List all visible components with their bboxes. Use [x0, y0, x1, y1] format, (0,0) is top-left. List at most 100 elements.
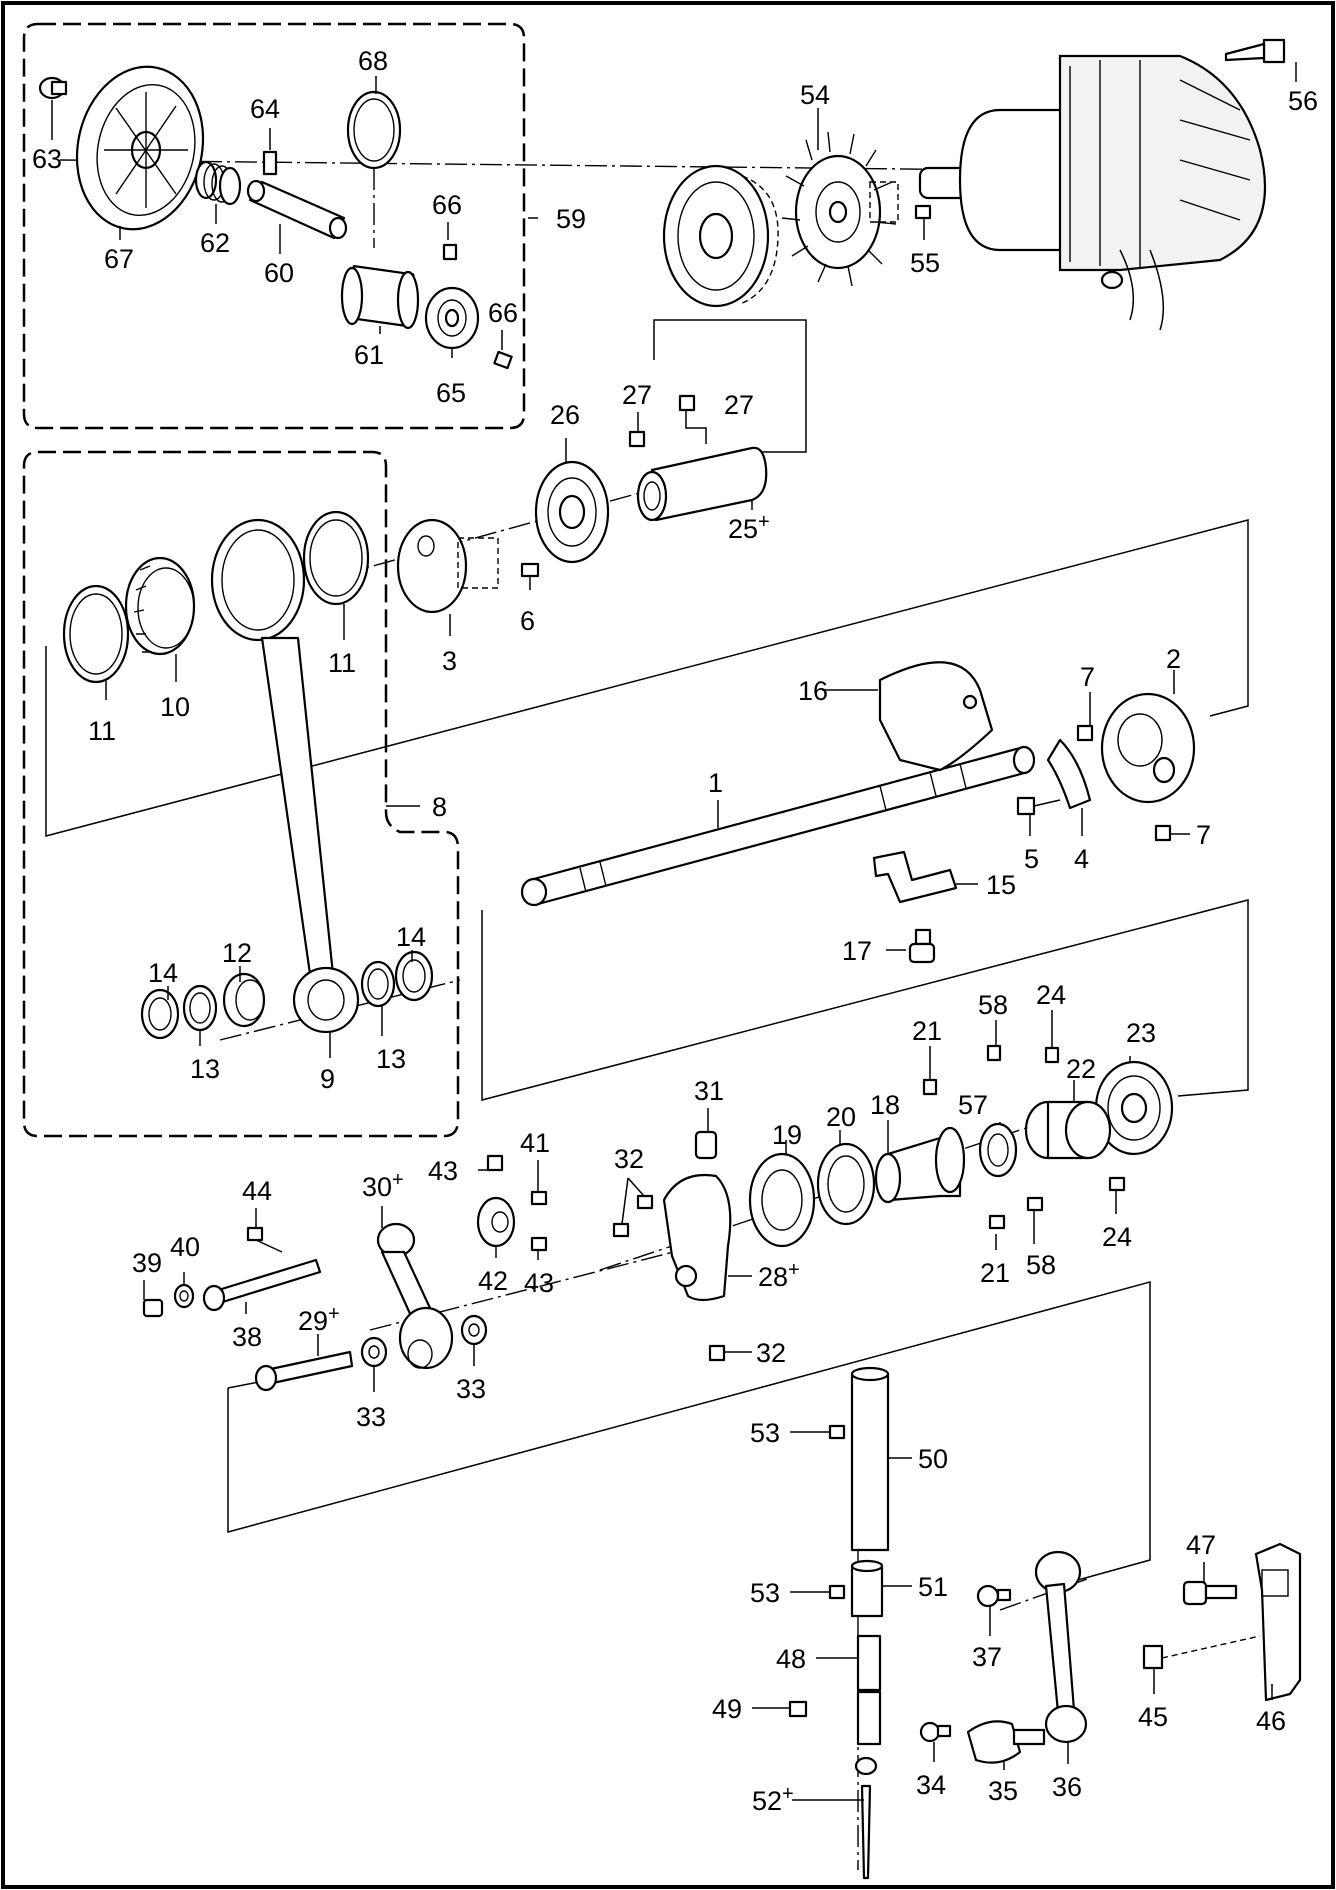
screw-55 [914, 204, 932, 220]
callout-leaders [51, 62, 1297, 1801]
set-screw-49 [788, 1700, 808, 1718]
callout-3: 3 [442, 646, 457, 676]
screw-5 [1016, 796, 1061, 816]
motor-cover-plate [662, 164, 779, 308]
set-screw-43-top [486, 1154, 504, 1172]
assembly-outline-shaft [45, 519, 1249, 837]
block-45 [1142, 1644, 1164, 1670]
set-screw-58-side [1026, 1196, 1044, 1212]
callout-46: 46 [1256, 1706, 1286, 1736]
screw-56 [1224, 38, 1286, 64]
callout-4: 4 [1074, 844, 1089, 874]
link-30 [376, 1222, 454, 1370]
bearing-20 [816, 1142, 876, 1226]
callout-39: 39 [132, 1248, 162, 1278]
group-box-59 [22, 22, 526, 430]
callout-48: 48 [776, 1644, 806, 1674]
set-screw-7-top [1076, 724, 1094, 742]
callout-20: 20 [826, 1102, 856, 1132]
callout-40: 40 [170, 1232, 200, 1262]
callout-11-left: 11 [88, 716, 116, 746]
bushing-48 [856, 1634, 882, 1746]
callout-7-top: 7 [1080, 662, 1095, 692]
set-screw-43-side [530, 1236, 548, 1252]
retaining-ring-68 [346, 90, 402, 170]
callout-54: 54 [800, 80, 830, 110]
callout-29: 29+ [298, 1303, 340, 1336]
bearing-12 [222, 972, 266, 1028]
callout-57: 57 [958, 1090, 988, 1120]
crank-35 [966, 1720, 1046, 1764]
handwheel-67 [75, 65, 205, 231]
set-screw-58-top [986, 1044, 1002, 1062]
crank-28 [662, 1174, 732, 1302]
collar-57 [978, 1122, 1018, 1178]
callout-37: 37 [972, 1642, 1002, 1672]
callout-8: 8 [432, 792, 447, 822]
callout-26: 26 [550, 400, 580, 430]
link-36 [1034, 1550, 1088, 1744]
callout-55: 55 [910, 248, 940, 278]
screw-47 [1182, 1580, 1238, 1606]
callout-32-bottom: 32 [756, 1338, 786, 1368]
callout-56: 56 [1288, 86, 1318, 116]
sleeve-61 [340, 264, 420, 330]
sleeve-18 [874, 1126, 966, 1204]
callout-68: 68 [358, 46, 388, 76]
callout-10: 10 [160, 692, 190, 722]
callout-28: 28+ [758, 1259, 800, 1292]
callout-34: 34 [916, 1770, 946, 1800]
eccentric-2 [1100, 692, 1196, 804]
callout-38: 38 [232, 1322, 262, 1352]
callout-11-right: 11 [328, 648, 356, 678]
needle-52 [860, 1784, 872, 1880]
callout-16: 16 [798, 676, 828, 706]
callout-44: 44 [242, 1176, 272, 1206]
callout-19: 19 [772, 1120, 802, 1150]
callout-51: 51 [918, 1572, 948, 1602]
callout-15: 15 [986, 870, 1016, 900]
callout-30: 30+ [362, 1169, 404, 1202]
callout-58-top: 58 [978, 990, 1008, 1020]
screw-17 [908, 928, 936, 964]
callout-53-top: 53 [750, 1418, 780, 1448]
callout-labels: 63 67 62 64 60 68 61 66 66 65 59 54 55 5… [32, 46, 1318, 1816]
callout-1: 1 [708, 768, 723, 798]
callout-32-top: 32 [614, 1144, 644, 1174]
collar-42 [476, 1196, 516, 1248]
set-screw-27-left [628, 430, 646, 448]
set-screw-24-top [1044, 1046, 1060, 1064]
pin-64 [262, 150, 278, 176]
set-screw-21-top [922, 1078, 938, 1096]
callout-12: 12 [222, 938, 252, 968]
washer-40 [173, 1283, 195, 1309]
callout-25: 25+ [728, 511, 770, 544]
callout-14-left: 14 [148, 958, 178, 988]
callout-62: 62 [200, 228, 230, 258]
callout-36: 36 [1052, 1772, 1082, 1802]
assembly-outline-bearings [481, 899, 1249, 1101]
needle-clamp [854, 1756, 878, 1776]
spring-62 [194, 160, 242, 206]
callout-21-bottom: 21 [980, 1258, 1010, 1288]
callout-24-bottom: 24 [1102, 1222, 1132, 1252]
callout-6: 6 [520, 606, 535, 636]
callout-5: 5 [1024, 844, 1039, 874]
washer-13-right [360, 960, 396, 1008]
set-screw-32-a [636, 1194, 654, 1210]
axis-line-linkage [369, 1239, 721, 1331]
callout-61: 61 [354, 340, 384, 370]
set-screw-32-c [708, 1344, 726, 1362]
callout-47: 47 [1186, 1530, 1216, 1560]
group-box-8 [22, 450, 460, 1138]
callout-45: 45 [1138, 1702, 1168, 1732]
shaft-60 [246, 179, 348, 240]
needle-bar-50 [850, 1366, 890, 1552]
callout-24-top: 24 [1036, 980, 1066, 1010]
collar-22 [1024, 1100, 1112, 1160]
callout-22: 22 [1066, 1054, 1096, 1084]
callout-7-bottom: 7 [1196, 820, 1211, 850]
callout-33-right: 33 [456, 1374, 486, 1404]
